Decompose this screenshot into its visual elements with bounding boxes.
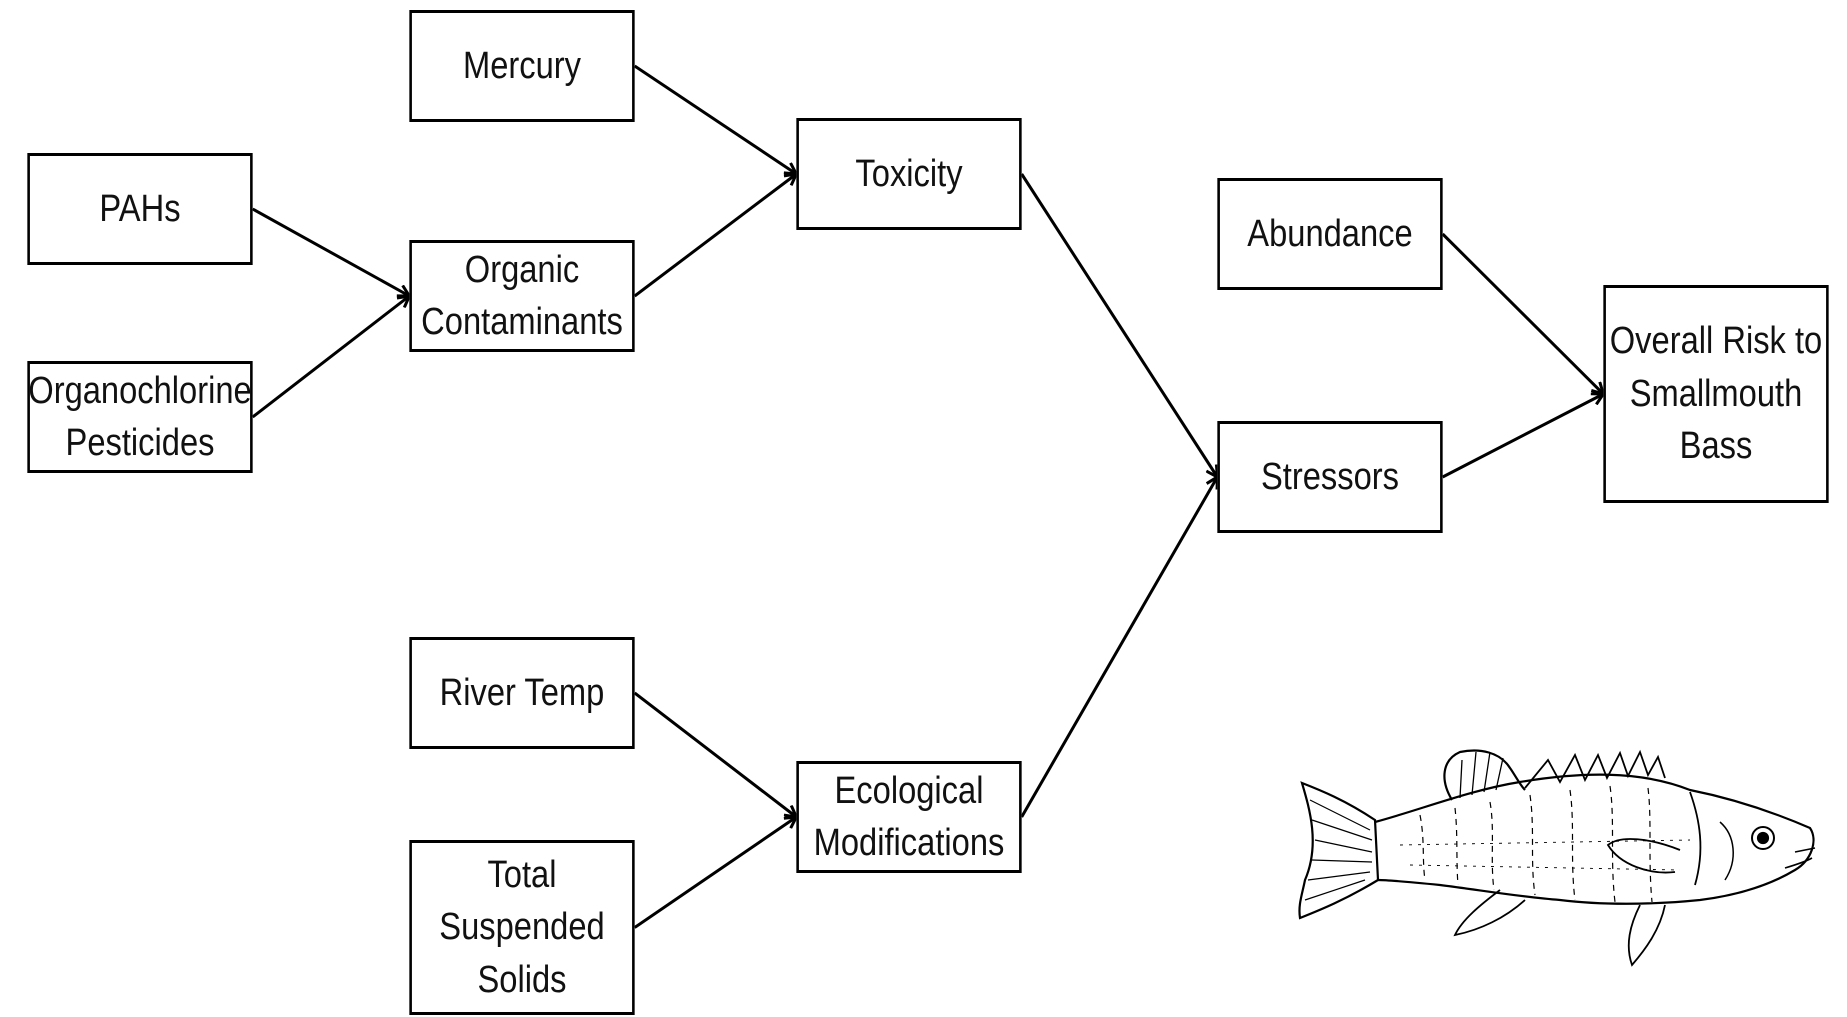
node-ecological-modifications-label: Ecological Modifications: [813, 769, 1005, 864]
edge-stressors-to-overall_risk: [1441, 394, 1604, 479]
fish-tail: [1298, 781, 1380, 920]
node-overall-risk-label: Overall Risk to Smallmouth Bass: [1609, 320, 1823, 468]
node-pahs-label: PAHs: [99, 187, 181, 230]
edge-organochlorine_pesticides-to-organic_contaminants: [251, 296, 410, 419]
node-organochlorine-pesticides-label: Organochlorine Pesticides: [28, 369, 252, 464]
edge-river_temp-to-ecological_modifications: [633, 691, 797, 817]
node-toxicity-label: Toxicity: [855, 152, 963, 195]
fish-eye: [1751, 826, 1775, 850]
edge-mercury-to-toxicity: [633, 64, 797, 174]
edge-organic_contaminants-to-toxicity: [633, 174, 797, 298]
edge-ecological_modifications-to-stressors: [1020, 477, 1218, 818]
node-toxicity: Toxicity: [796, 118, 1022, 230]
node-ecological-modifications: Ecological Modifications: [796, 761, 1022, 873]
node-stressors-label: Stressors: [1260, 455, 1400, 498]
node-total-suspended-solids: Total Suspended Solids: [409, 840, 635, 1015]
edge-toxicity-to-stressors: [1020, 173, 1218, 477]
node-organochlorine-pesticides: Organochlorine Pesticides: [27, 361, 253, 473]
edge-abundance-to-overall_risk: [1441, 232, 1604, 394]
fish-dorsal-fin: [1443, 749, 1526, 801]
node-stressors: Stressors: [1217, 421, 1443, 533]
edge-total_suspended_solids-to-ecological_modifications: [633, 817, 797, 929]
node-abundance: Abundance: [1217, 178, 1443, 290]
smallmouth-bass-illustration: [1298, 749, 1816, 967]
node-river-temp-label: River Temp: [439, 671, 605, 714]
fish-body: [1374, 773, 1815, 905]
node-organic-contaminants-label: Organic Contaminants: [421, 248, 623, 343]
node-mercury-label: Mercury: [462, 44, 582, 87]
fish-head: [1689, 791, 1702, 886]
edge-pahs-to-organic_contaminants: [251, 207, 410, 296]
node-pahs: PAHs: [27, 153, 253, 265]
fish-anal-fin: [1453, 889, 1526, 937]
node-abundance-label: Abundance: [1247, 212, 1413, 255]
node-organic-contaminants: Organic Contaminants: [409, 240, 635, 352]
node-river-temp: River Temp: [409, 637, 635, 749]
node-total-suspended-solids-label: Total Suspended Solids: [439, 853, 605, 1001]
fish-pelvic-fin: [1627, 904, 1666, 967]
node-mercury: Mercury: [409, 10, 635, 122]
fish-pectoral-fin: [1606, 838, 1681, 874]
node-overall-risk: Overall Risk to Smallmouth Bass: [1603, 285, 1829, 503]
